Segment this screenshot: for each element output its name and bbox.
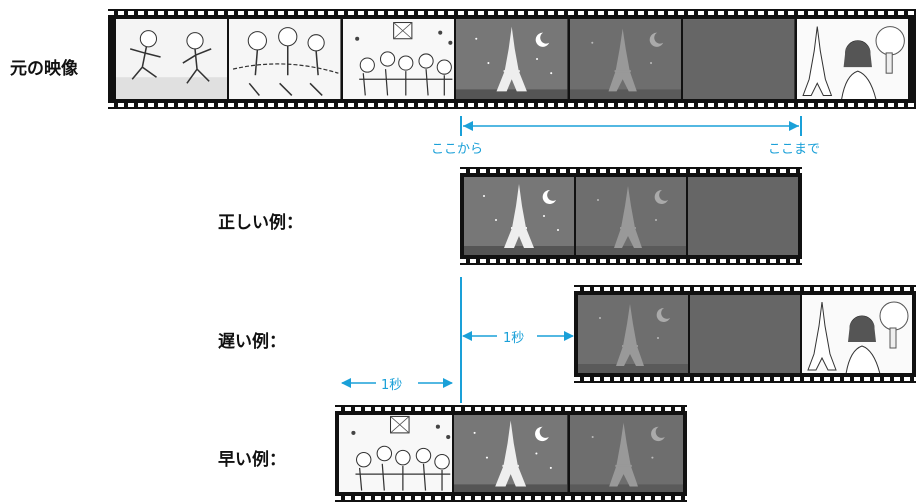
film-strip-original — [108, 9, 916, 109]
late-offset-arrow — [462, 331, 574, 341]
film-strip-correct — [460, 167, 802, 265]
film-frame-crowd-scene — [342, 19, 455, 99]
film-frame-paris-night-bright — [456, 19, 568, 99]
film-frame-runner-scene — [116, 19, 228, 99]
film-frame-woman-eiffel — [802, 295, 912, 373]
film-frame-crowd-scene — [339, 415, 453, 492]
late-offset-label: 1秒 — [503, 331, 525, 346]
label-correct: 正しい例： — [218, 213, 303, 233]
label-original: 元の映像 — [10, 59, 78, 79]
film-frame-paris-night-bright — [454, 415, 568, 492]
label-late: 遅い例： — [218, 332, 286, 352]
film-frame-relay-scene — [229, 19, 341, 99]
reference-line — [460, 277, 462, 403]
film-strip-late — [574, 285, 916, 383]
film-frame-blank — [683, 19, 795, 99]
film-strip-early — [335, 405, 687, 502]
range-arrow — [460, 116, 802, 136]
film-frame-woman-eiffel — [796, 19, 908, 99]
film-frame-paris-night-dim — [576, 177, 686, 255]
film-frame-blank — [690, 295, 800, 373]
early-offset-arrow — [341, 378, 453, 388]
film-frame-blank — [688, 177, 798, 255]
early-offset-label: 1秒 — [381, 378, 403, 393]
film-frame-paris-night-dim — [569, 415, 683, 492]
label-to: ここまで — [768, 142, 821, 157]
label-early: 早い例： — [218, 450, 286, 470]
film-frame-paris-night-dim — [578, 295, 688, 373]
film-frame-paris-night-bright — [464, 177, 574, 255]
label-from: ここから — [431, 142, 484, 157]
film-frame-paris-night-dim — [569, 19, 682, 99]
